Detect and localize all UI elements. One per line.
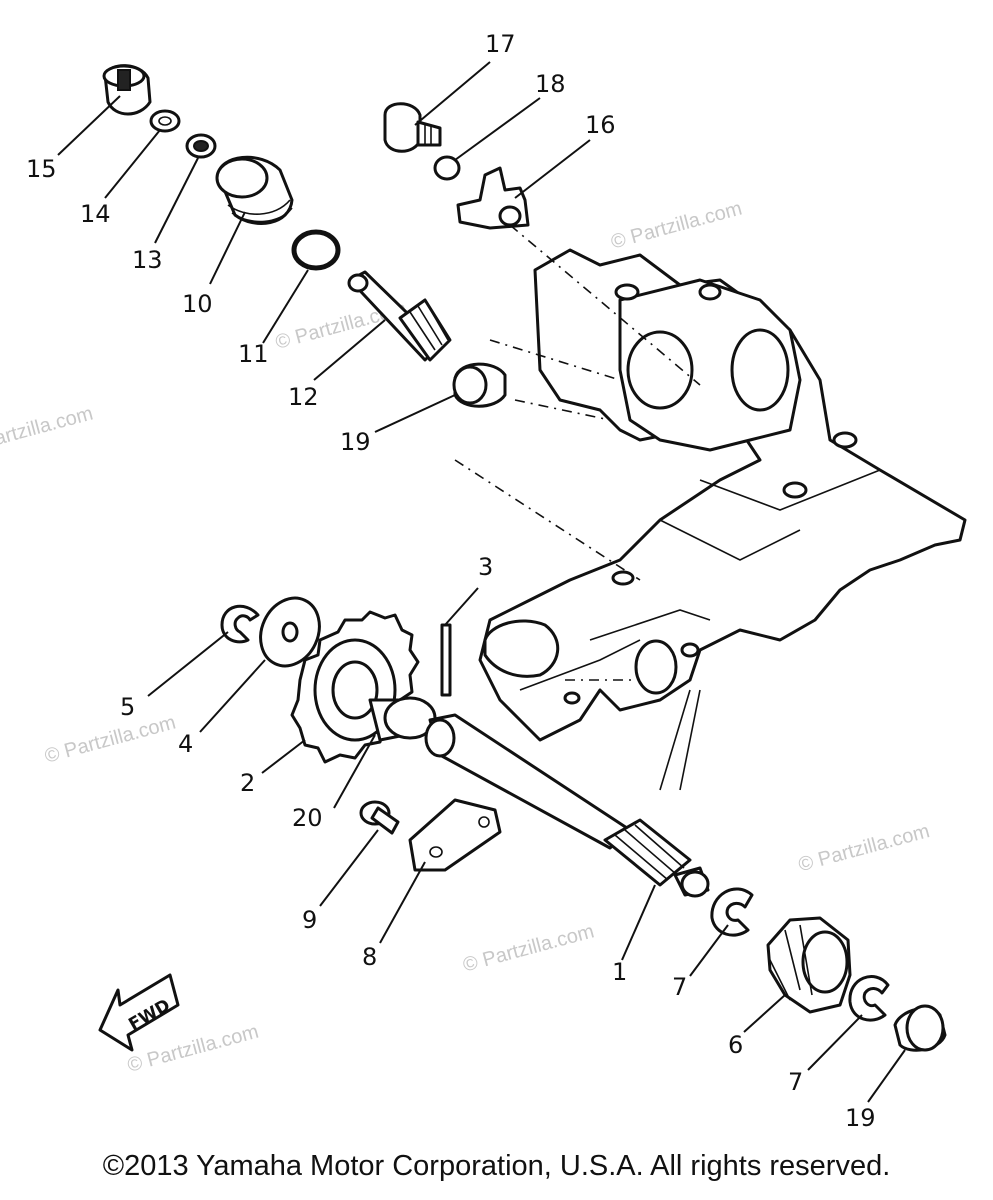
copyright-notice: ©2013 Yamaha Motor Corporation, U.S.A. A… bbox=[102, 1150, 891, 1182]
label-8: 8 bbox=[362, 943, 377, 971]
circlip-7b bbox=[848, 975, 890, 1022]
label-12: 12 bbox=[288, 383, 319, 411]
bushing-19-bottom bbox=[893, 1004, 947, 1052]
cap-15 bbox=[102, 64, 152, 116]
label-15: 15 bbox=[26, 155, 57, 183]
plate-8 bbox=[408, 798, 502, 872]
circlip-7a bbox=[710, 887, 754, 937]
bolt-17 bbox=[383, 102, 442, 153]
gear-2 bbox=[290, 610, 420, 764]
label-16: 16 bbox=[585, 111, 616, 139]
label-20: 20 bbox=[292, 804, 323, 832]
part-labels: 17 18 16 15 14 13 10 11 12 19 3 5 4 2 20… bbox=[26, 30, 876, 1132]
label-7-upper: 7 bbox=[672, 973, 687, 1001]
label-14: 14 bbox=[80, 200, 111, 228]
o-ring-11 bbox=[291, 229, 341, 271]
leader-lines bbox=[57, 61, 906, 1103]
housing-10 bbox=[215, 155, 294, 225]
bracket-16 bbox=[456, 166, 530, 230]
assembly-lines bbox=[454, 224, 701, 681]
fwd-arrow: FWD bbox=[98, 973, 180, 1052]
washer-4 bbox=[259, 596, 321, 668]
label-6: 6 bbox=[728, 1031, 743, 1059]
label-9: 9 bbox=[302, 906, 317, 934]
label-2: 2 bbox=[240, 769, 255, 797]
washer-14-hole bbox=[158, 116, 172, 126]
watermark: © Partzilla.com bbox=[42, 712, 178, 768]
circlip-5 bbox=[220, 604, 260, 644]
clip-18 bbox=[433, 155, 461, 181]
screw-9 bbox=[359, 800, 400, 835]
label-4: 4 bbox=[178, 730, 193, 758]
bearing-20 bbox=[368, 696, 437, 742]
label-11: 11 bbox=[238, 340, 269, 368]
label-7-lower: 7 bbox=[788, 1068, 803, 1096]
watermark: © Partzilla.com bbox=[461, 920, 597, 976]
label-13: 13 bbox=[132, 246, 163, 274]
shaft-1 bbox=[424, 713, 710, 898]
label-19-bottom: 19 bbox=[845, 1104, 876, 1132]
washer-14 bbox=[149, 109, 181, 133]
label-5: 5 bbox=[120, 693, 135, 721]
watermark: © Partzilla.com bbox=[0, 402, 95, 458]
label-1: 1 bbox=[612, 958, 627, 986]
watermark: © Partzilla.com bbox=[796, 820, 932, 876]
bushing-19-top bbox=[452, 362, 507, 408]
pin-3 bbox=[440, 623, 452, 697]
gear-shaft-12 bbox=[347, 270, 452, 362]
watermark: © Partzilla.com bbox=[609, 197, 745, 253]
engine-case bbox=[478, 248, 967, 791]
label-10: 10 bbox=[182, 290, 213, 318]
label-17: 17 bbox=[485, 30, 516, 58]
seal-13-core bbox=[193, 140, 209, 152]
gear-6 bbox=[766, 916, 852, 1014]
label-3: 3 bbox=[478, 553, 493, 581]
label-18: 18 bbox=[535, 70, 566, 98]
label-19-top: 19 bbox=[340, 428, 371, 456]
